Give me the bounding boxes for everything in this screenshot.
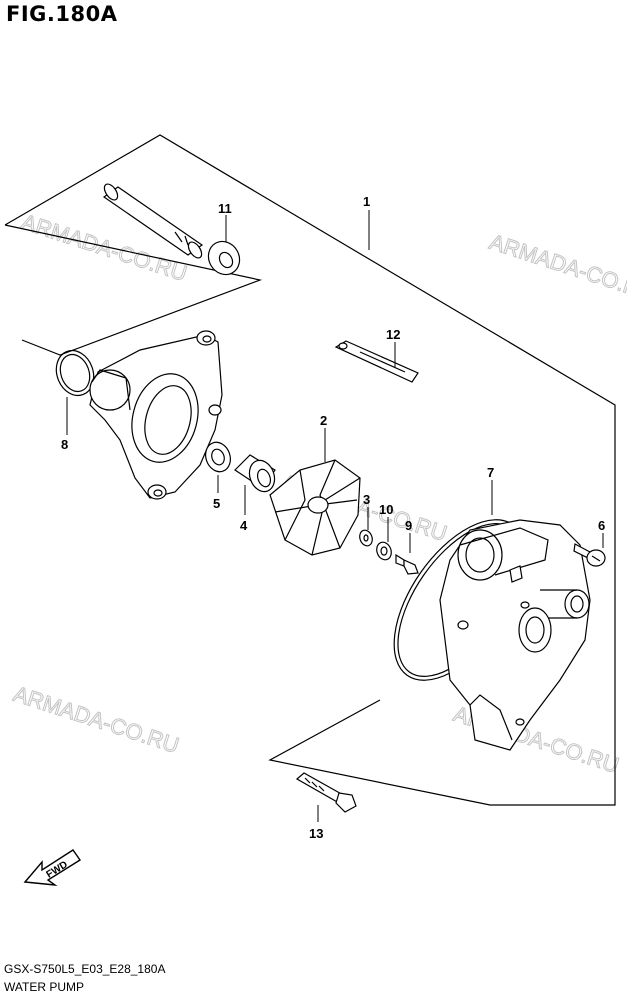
callout-7: 7 xyxy=(487,465,494,480)
assembly-name: WATER PUMP xyxy=(4,980,84,994)
washer-part-3 xyxy=(359,529,373,547)
washer-part-10 xyxy=(376,541,392,561)
callout-8: 8 xyxy=(61,437,68,452)
callout-12: 12 xyxy=(386,327,400,342)
watermark-text: ARMADA-CO.RU xyxy=(10,681,182,758)
pump-case xyxy=(89,330,223,500)
bolt-part-6 xyxy=(573,543,606,567)
model-code: GSX-S750L5_E03_E28_180A xyxy=(4,962,166,976)
callout-3: 3 xyxy=(363,492,370,507)
callout-4: 4 xyxy=(240,518,248,533)
callout-13: 13 xyxy=(309,826,323,841)
impeller-part-2 xyxy=(269,459,361,556)
callout-10: 10 xyxy=(379,502,393,517)
forward-direction-arrow-icon: FWD xyxy=(23,849,81,886)
clamp-part-12 xyxy=(334,340,419,383)
figure-title: FIG.180A xyxy=(6,2,118,26)
callout-5: 5 xyxy=(213,496,220,511)
seal-part-4 xyxy=(234,454,276,493)
shaft-part xyxy=(102,183,204,259)
o-ring-part-8 xyxy=(55,349,95,397)
callout-11: 11 xyxy=(218,201,232,216)
callout-2: 2 xyxy=(320,413,327,428)
callout-9: 9 xyxy=(405,518,412,533)
assembly-outline xyxy=(4,134,616,806)
pump-body xyxy=(439,519,591,751)
bolt-part-13 xyxy=(295,772,357,813)
bearing-part-5 xyxy=(205,441,231,473)
washer-part-11 xyxy=(207,240,241,276)
watermark-text: ARMADA-CO.RU xyxy=(486,229,627,306)
bolt-part-9 xyxy=(395,553,419,575)
callout-6: 6 xyxy=(598,518,605,533)
callout-1: 1 xyxy=(363,194,370,209)
